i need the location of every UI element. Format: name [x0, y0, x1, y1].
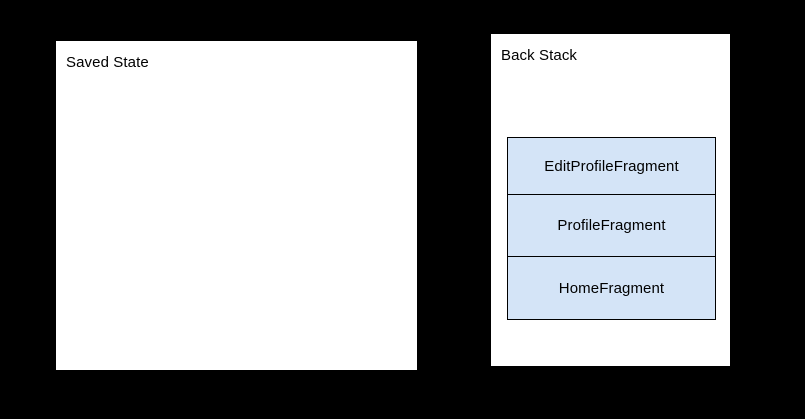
fragment-stack: EditProfileFragment ProfileFragment Home… [507, 137, 716, 320]
saved-state-panel: Saved State [56, 41, 417, 370]
back-stack-title: Back Stack [501, 47, 578, 64]
fragment-stack-entry-bottom[interactable]: HomeFragment [508, 256, 715, 319]
fragment-stack-entry-middle[interactable]: ProfileFragment [508, 194, 715, 256]
saved-state-title: Saved State [66, 54, 149, 71]
saved-state-body [56, 83, 417, 370]
back-stack-panel: Back Stack EditProfileFragment ProfileFr… [491, 34, 730, 366]
fragment-stack-entry-top[interactable]: EditProfileFragment [508, 138, 715, 194]
